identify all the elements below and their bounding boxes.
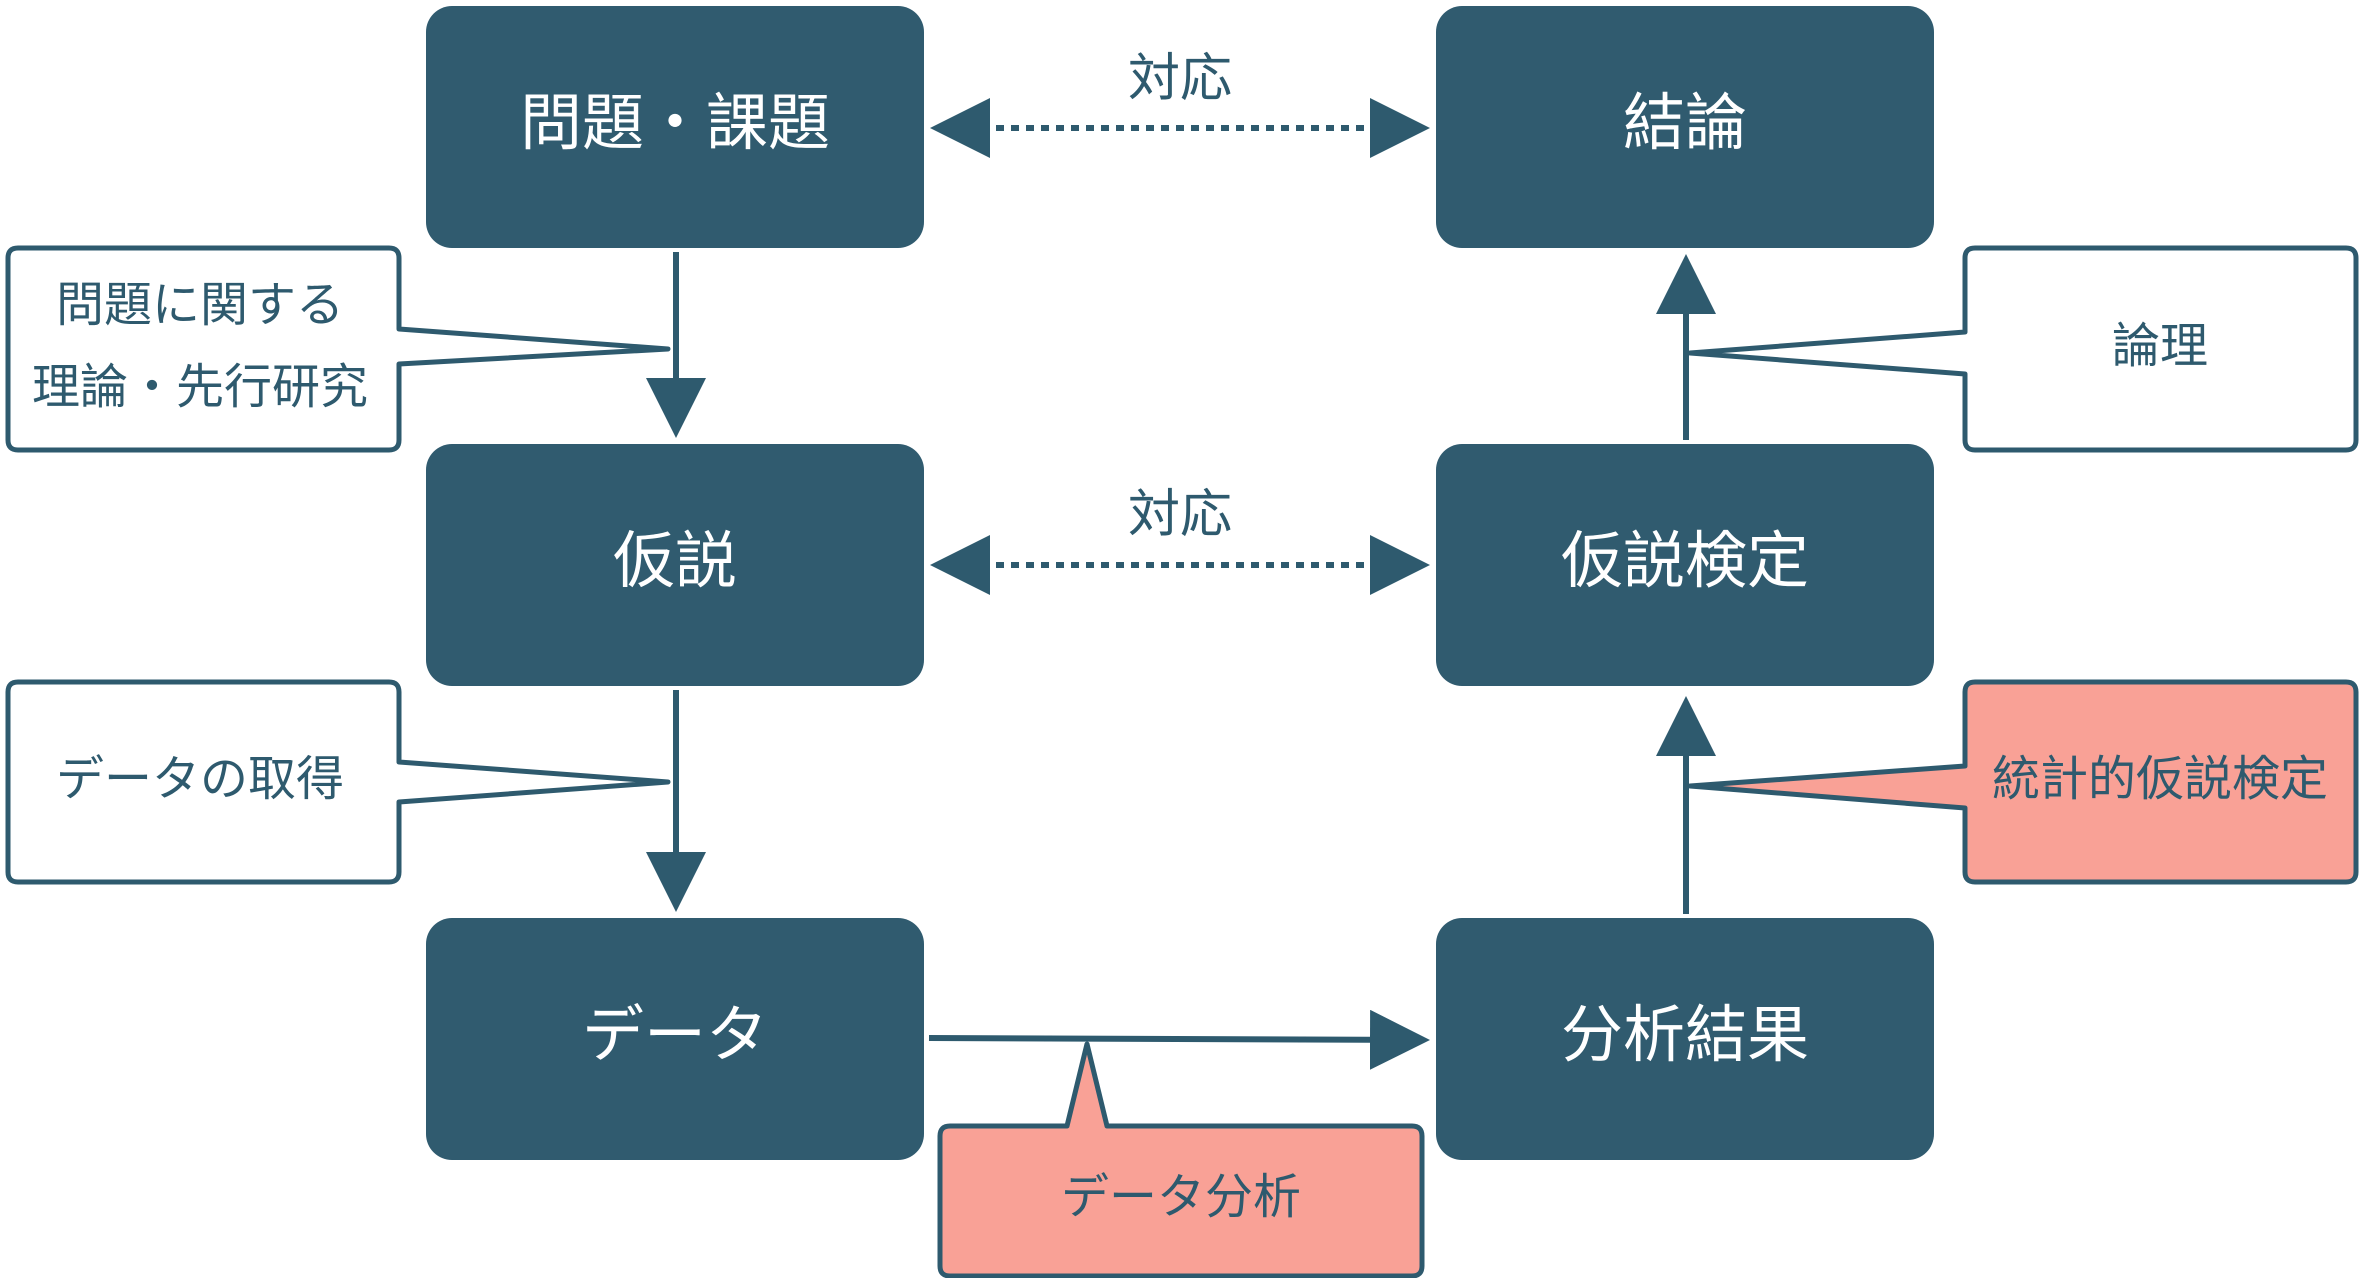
note-data-acquisition: データの取得 [5, 679, 671, 885]
note-theory: 問題に関する 理論・先行研究 [5, 245, 671, 453]
box-problem-label: 問題・課題 [520, 86, 830, 159]
note-statistical-test: 統計的仮説検定 [1687, 679, 2359, 885]
note-theory-line1: 問題に関する [56, 277, 344, 333]
link-label-top: 対応 [1128, 49, 1232, 109]
note-data-analysis: データ分析 [937, 1041, 1425, 1278]
box-conclusion: 結論 [1436, 6, 1934, 248]
box-analysis-result-label: 分析結果 [1561, 998, 1809, 1071]
box-conclusion-label: 結論 [1623, 86, 1747, 159]
box-hypothesis-test: 仮説検定 [1436, 444, 1934, 686]
note-statistical-test-label: 統計的仮説検定 [1992, 751, 2328, 807]
box-hypothesis-test-label: 仮説検定 [1561, 524, 1809, 597]
note-theory-line2: 理論・先行研究 [32, 359, 368, 415]
box-problem: 問題・課題 [426, 6, 924, 248]
box-data-label: データ [582, 998, 768, 1071]
box-hypothesis-label: 仮説 [613, 524, 737, 597]
note-data-acquisition-label: データの取得 [56, 751, 344, 807]
note-logic-label: 論理 [2112, 318, 2208, 374]
connectors [646, 98, 1716, 1070]
link-label-middle: 対応 [1128, 485, 1232, 545]
box-hypothesis: 仮説 [426, 444, 924, 686]
box-analysis-result: 分析結果 [1436, 918, 1934, 1160]
arrow-data-to-analysis-result [928, 1009, 1430, 1070]
note-logic: 論理 [1687, 245, 2359, 453]
box-data: データ [426, 918, 924, 1160]
note-data-analysis-label: データ分析 [1061, 1169, 1301, 1225]
